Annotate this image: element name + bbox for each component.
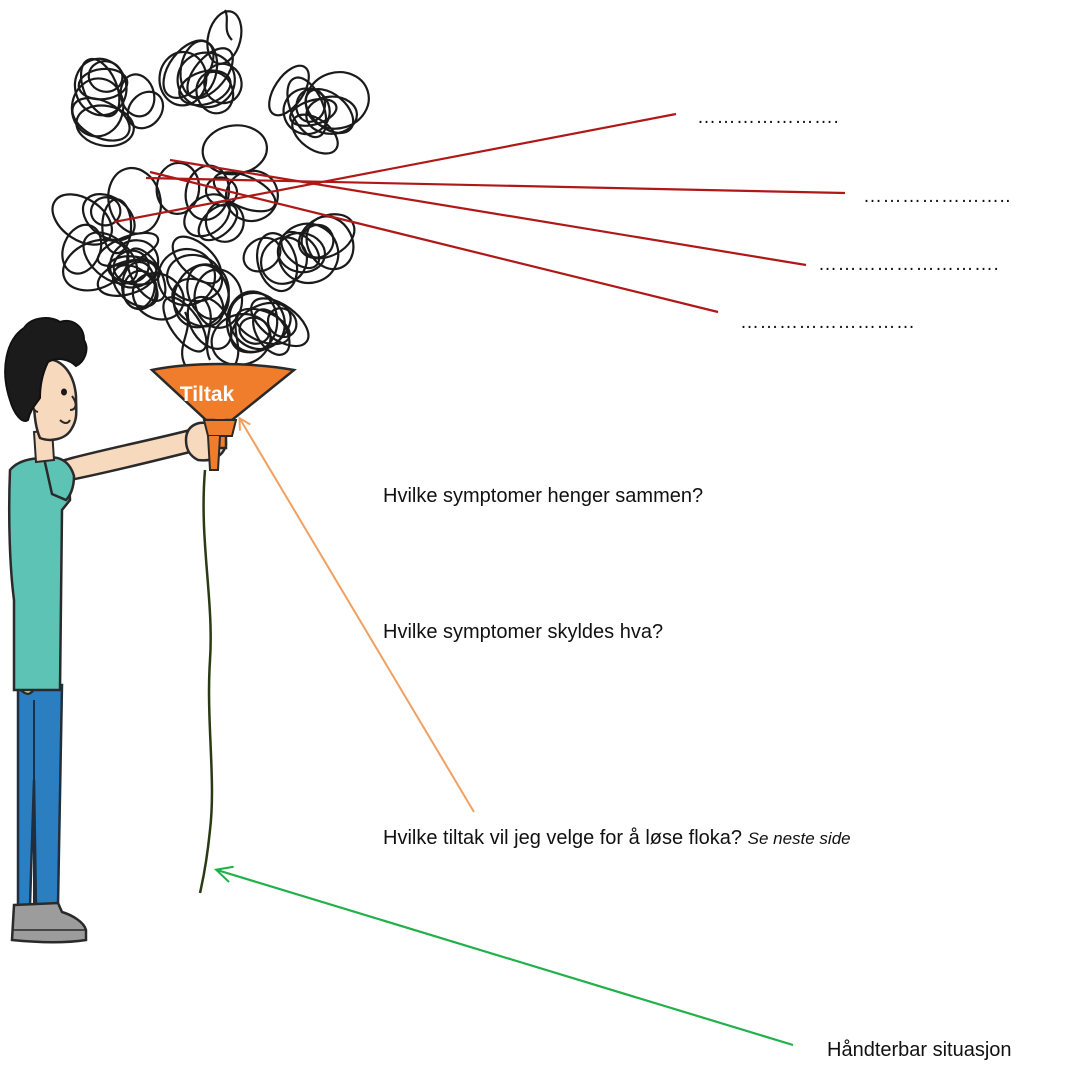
yarn-loop	[287, 94, 339, 130]
shoes	[12, 903, 86, 942]
tangle-cloud	[43, 8, 376, 373]
funnel-label: Tiltak	[180, 383, 235, 406]
red-line-4	[150, 172, 718, 312]
pants	[18, 685, 62, 910]
question-measures-text: Hvilke tiltak vil jeg velge for å løse f…	[383, 827, 742, 849]
question-connected-symptoms: Hvilke symptomer henger sammen?	[383, 486, 703, 506]
yarn-loop	[298, 208, 362, 277]
yarn-loop	[285, 107, 344, 162]
orange-arrow	[240, 419, 474, 812]
blank-line-4: ………………………	[740, 313, 916, 332]
red-line-2	[146, 178, 845, 193]
question-measures-note: Se neste side	[748, 829, 851, 848]
person-figure	[5, 318, 226, 942]
blank-line-3: ……………………….	[818, 255, 999, 274]
red-lines	[114, 114, 845, 312]
manageable-situation-label: Håndterbar situasjon	[827, 1040, 1012, 1060]
question-symptom-causes: Hvilke symptomer skyldes hva?	[383, 622, 663, 642]
blank-line-1: ………………….	[697, 108, 839, 127]
yarn-loop	[200, 122, 270, 178]
yarn-strand	[205, 300, 211, 360]
string-line	[200, 470, 212, 893]
blank-line-2: …………………..	[863, 187, 1011, 206]
extended-arm	[58, 430, 190, 480]
green-arrow	[217, 870, 793, 1045]
yarn-strand	[225, 10, 232, 40]
question-measures: Hvilke tiltak vil jeg velge for å løse f…	[383, 828, 851, 848]
